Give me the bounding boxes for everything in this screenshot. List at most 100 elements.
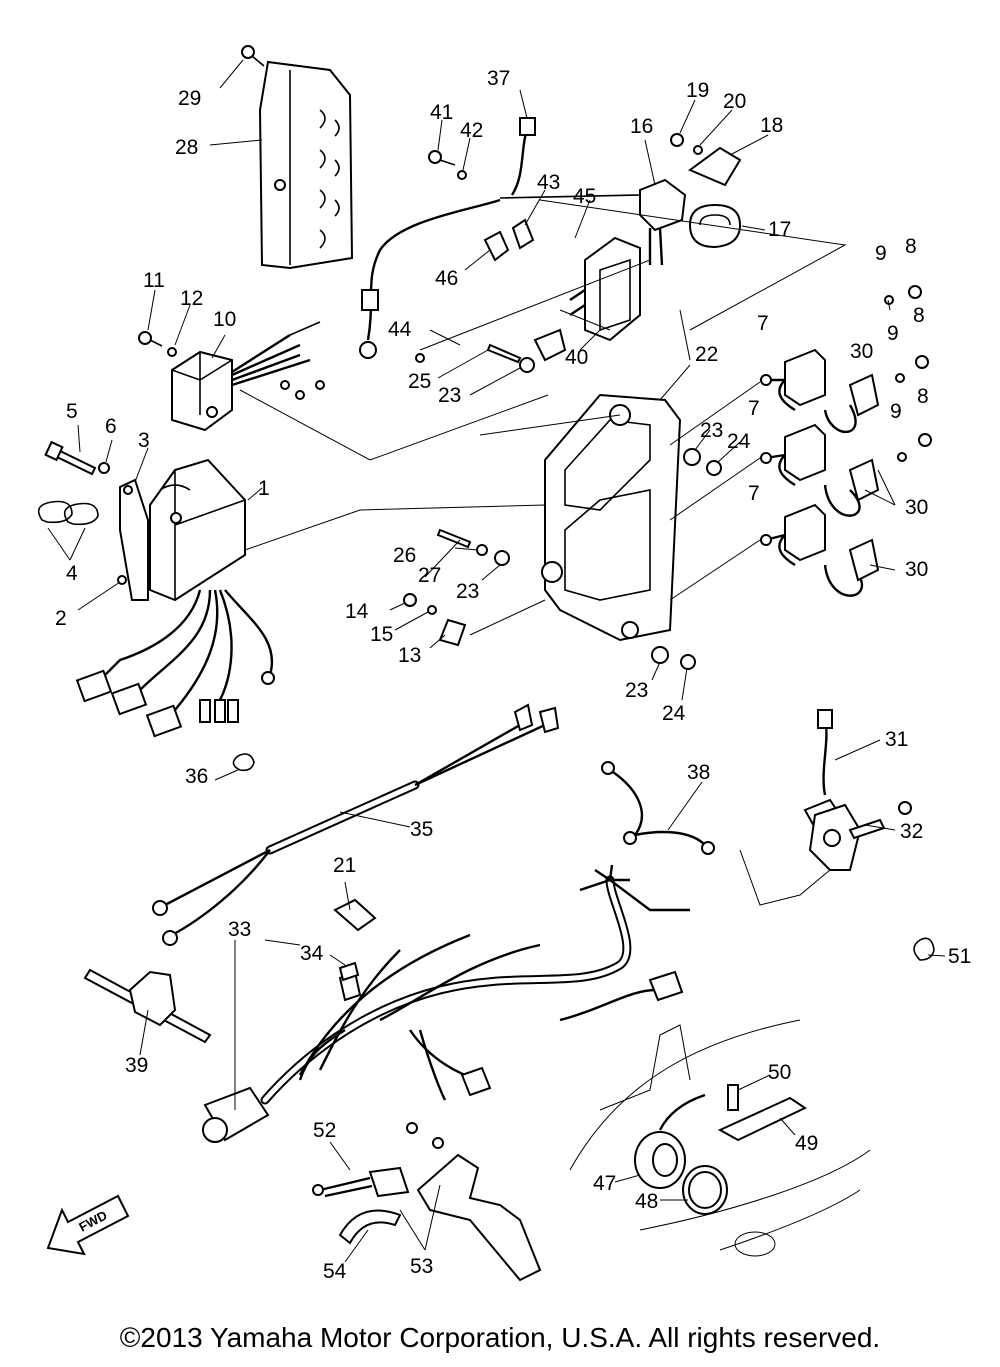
part-51-clip: [913, 937, 935, 961]
label-part-20: 20: [723, 90, 746, 113]
label-part-33: 33: [228, 918, 251, 941]
part-42-washer: [457, 170, 467, 180]
part-7-coil-b: [760, 423, 826, 487]
label-part-36: 36: [185, 765, 208, 788]
label-part-49: 49: [795, 1132, 818, 1155]
part-9-washers: [884, 295, 907, 462]
part-30-cap-b: [823, 458, 880, 517]
label-part-18: 18: [760, 114, 783, 137]
label-part-38: 38: [687, 761, 710, 784]
label-part-39: 39: [125, 1054, 148, 1077]
part-33-main-harness: [202, 864, 690, 1143]
part-16-relay: [639, 178, 687, 266]
label-part-28: 28: [175, 136, 198, 159]
label-part-19: 19: [686, 79, 709, 102]
label-part-21: 21: [333, 854, 356, 877]
label-part-10: 10: [213, 308, 236, 331]
label-part-22: 22: [695, 343, 718, 366]
label-part-52: 52: [313, 1119, 336, 1142]
label-part-34: 34: [300, 942, 324, 965]
label-part-44: 44: [388, 318, 412, 341]
part-54-clip: [338, 1209, 402, 1245]
part-32-sensor: [739, 801, 912, 906]
label-part-1: 1: [258, 477, 270, 500]
label-part-7-b: 7: [748, 397, 760, 420]
label-part-30-c: 30: [905, 558, 928, 581]
part-34-fuse: [338, 961, 360, 982]
label-part-11: 11: [143, 269, 165, 292]
part-6-washer: [98, 462, 110, 474]
label-part-30-a: 30: [850, 340, 873, 363]
label-part-25: 25: [408, 370, 431, 393]
part-41-bolt: [428, 150, 456, 166]
label-part-12: 12: [180, 287, 203, 310]
part-12-washer: [167, 347, 177, 357]
bottom-cowling: [569, 1019, 871, 1257]
part-15-washer: [427, 605, 437, 615]
label-part-43: 43: [537, 171, 560, 194]
label-part-23-b: 23: [700, 419, 723, 442]
label-part-9-c: 9: [890, 400, 902, 423]
part-11-bolt: [138, 331, 163, 347]
label-part-14: 14: [345, 600, 369, 623]
label-part-29: 29: [178, 87, 201, 110]
part-7-coil-a: [760, 348, 826, 412]
label-part-27: 27: [418, 564, 441, 587]
part-50-bolt: [727, 1084, 739, 1111]
part-36-clip: [232, 753, 255, 772]
part-19-bolt: [670, 133, 684, 147]
label-part-50: 50: [768, 1061, 791, 1084]
label-part-42: 42: [460, 119, 483, 142]
part-27-washer: [476, 544, 488, 556]
label-part-37: 37: [487, 67, 510, 90]
part-18-bracket: [687, 146, 742, 187]
part-20-washer: [693, 145, 703, 155]
label-part-13: 13: [398, 644, 421, 667]
label-part-2: 2: [55, 607, 67, 630]
part-38-ground-lead: [601, 761, 715, 855]
callout-leaders: [47, 59, 946, 1263]
label-part-32: 32: [900, 820, 923, 843]
harness-lead: [359, 198, 501, 359]
label-part-23-c: 23: [456, 580, 479, 603]
part-28-cover: [258, 60, 354, 270]
copyright-notice: ©2013 Yamaha Motor Corporation, U.S.A. A…: [119, 1322, 881, 1353]
label-part-40: 40: [565, 346, 588, 369]
label-part-16: 16: [630, 115, 653, 138]
part-24-collars: [680, 460, 722, 670]
part-44-washer: [415, 353, 425, 363]
part-10-rectifier: [171, 321, 325, 432]
label-part-26: 26: [393, 544, 416, 567]
part-4-bands: [37, 500, 99, 526]
label-part-7-c: 7: [748, 482, 760, 505]
label-part-3: 3: [138, 429, 150, 452]
label-part-8-b: 8: [913, 304, 925, 327]
part-30-cap-c: [823, 538, 880, 597]
label-part-23-d: 23: [625, 679, 648, 702]
part-48-oring: [682, 1165, 728, 1215]
label-part-41: 41: [430, 101, 453, 124]
part-37-wire: [510, 117, 536, 196]
label-part-4: 4: [66, 562, 78, 585]
part-52-switch: [312, 1166, 410, 1198]
label-part-53: 53: [410, 1255, 433, 1278]
label-part-24-a: 24: [727, 430, 751, 453]
part-39-bracket: [83, 968, 212, 1044]
label-part-9-a: 9: [875, 242, 887, 265]
part-23-grommets: [494, 357, 701, 664]
label-part-35: 35: [410, 818, 433, 841]
label-part-23-a: 23: [438, 384, 461, 407]
part-43-terminal: [511, 218, 535, 250]
part-30-cap-a: [823, 373, 880, 434]
part-35-lead: [152, 703, 560, 946]
label-part-9-b: 9: [887, 322, 899, 345]
label-part-46: 46: [435, 267, 458, 290]
part-47-plug: [634, 1093, 706, 1189]
part-3-bracket: [119, 478, 149, 601]
part-5-bolt: [44, 440, 97, 476]
label-part-8-a: 8: [905, 235, 917, 258]
label-part-48: 48: [635, 1190, 658, 1213]
label-part-24-b: 24: [662, 702, 686, 725]
part-53-bracket: [406, 1122, 542, 1282]
